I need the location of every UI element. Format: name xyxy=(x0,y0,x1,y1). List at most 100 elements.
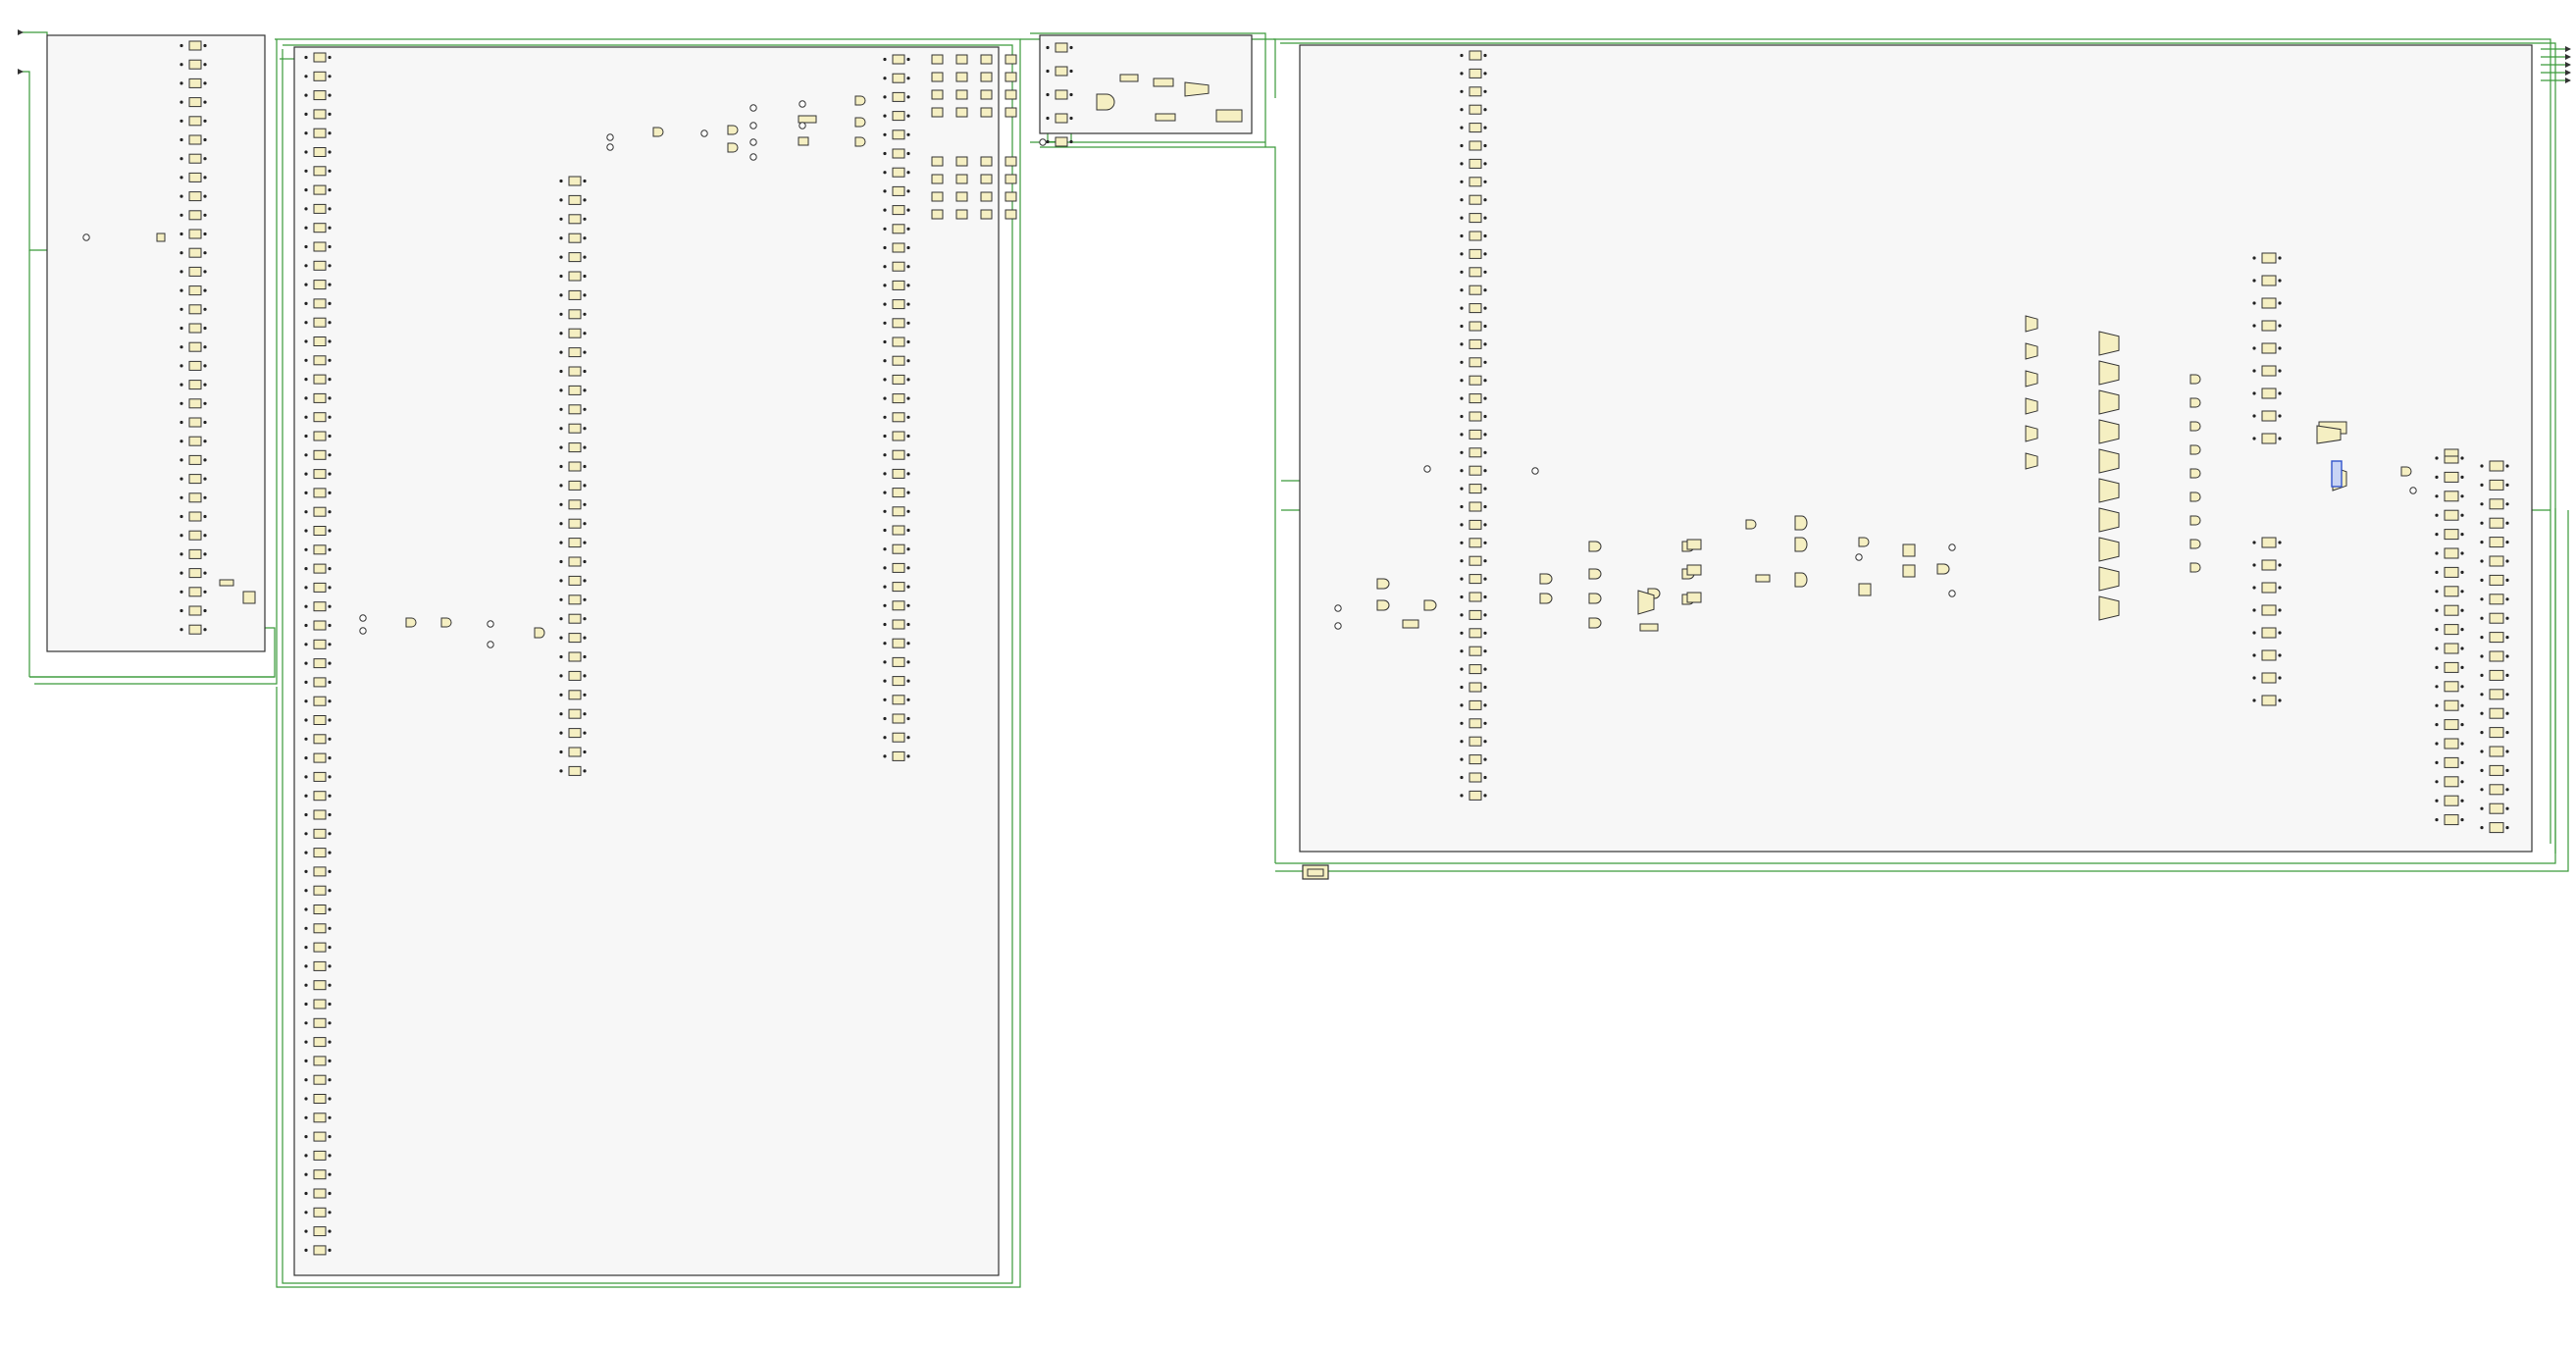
module-a-box xyxy=(46,34,266,652)
register-cell xyxy=(242,591,256,604)
pin-dot xyxy=(304,567,308,571)
pin-dot xyxy=(559,712,563,716)
register-cell xyxy=(1055,42,1068,53)
register-cell xyxy=(955,89,968,100)
register-cell xyxy=(313,848,327,858)
register-cell xyxy=(2489,802,2504,814)
pin-dot xyxy=(2278,301,2282,305)
pin-dot xyxy=(906,660,910,664)
wire xyxy=(275,38,1021,1288)
pin-dot xyxy=(304,321,308,325)
pin-dot xyxy=(2480,578,2484,583)
register-cell xyxy=(568,728,582,739)
pin-dot xyxy=(583,731,587,735)
pin-dot xyxy=(1483,740,1487,744)
pin-dot xyxy=(304,756,308,760)
pin-dot xyxy=(2505,806,2509,810)
pin-dot xyxy=(1460,541,1464,544)
wire xyxy=(22,31,48,35)
register-cell xyxy=(1468,213,1482,224)
logic-gate xyxy=(727,142,739,153)
pin-dot xyxy=(2278,279,2282,283)
register-cell xyxy=(955,107,968,118)
pin-dot xyxy=(883,132,887,136)
pin-dot xyxy=(304,869,308,874)
pin-dot xyxy=(583,445,587,449)
pin-dot xyxy=(180,383,183,387)
register-cell xyxy=(892,750,905,761)
register-cell xyxy=(313,639,327,649)
pin-dot xyxy=(906,453,910,457)
pin-dot xyxy=(559,522,563,526)
register-cell xyxy=(980,209,993,220)
pin-dot xyxy=(906,189,910,193)
pin-dot xyxy=(2435,703,2439,707)
register-cell xyxy=(313,241,327,252)
register-cell xyxy=(1468,682,1482,693)
pin-dot xyxy=(1483,306,1487,310)
module-layer xyxy=(46,34,2533,1276)
pin-dot xyxy=(203,458,207,462)
pin-dot xyxy=(2435,723,2439,727)
register-cell xyxy=(2261,433,2277,444)
pin-dot xyxy=(2435,475,2439,479)
register-cell xyxy=(313,1150,327,1161)
pin-dot xyxy=(883,227,887,231)
pin-dot xyxy=(304,453,308,457)
pin-dot xyxy=(1460,721,1464,725)
pin-dot xyxy=(180,213,183,217)
pin-dot xyxy=(304,434,308,439)
pin-dot xyxy=(304,150,308,154)
pin-dot xyxy=(2252,301,2256,305)
pin-dot xyxy=(906,245,910,250)
register-cell xyxy=(1468,736,1482,747)
pin-dot xyxy=(583,750,587,754)
pin-dot xyxy=(304,264,308,268)
logic-gate xyxy=(2190,444,2201,455)
pin-dot xyxy=(583,198,587,202)
inverter-bubble xyxy=(749,122,757,129)
register-cell xyxy=(798,115,817,124)
pin-dot xyxy=(203,534,207,538)
register-cell xyxy=(313,828,327,839)
register-cell xyxy=(188,116,202,127)
wire xyxy=(1040,146,1276,863)
pin-dot xyxy=(304,737,308,741)
pin-dot xyxy=(328,1040,332,1044)
pin-dot xyxy=(2435,551,2439,555)
register-cell xyxy=(1468,248,1482,259)
pin-dot xyxy=(1460,703,1464,707)
pin-dot xyxy=(906,95,910,99)
register-cell xyxy=(892,619,905,630)
pin-dot xyxy=(559,445,563,449)
mux-cell xyxy=(2098,595,2120,621)
register-cell xyxy=(1858,583,1872,596)
inverter-bubble xyxy=(1531,467,1539,475)
pin-dot xyxy=(2460,456,2464,460)
pin-dot xyxy=(328,283,332,286)
logic-gate xyxy=(1794,515,1808,531)
pin-dot xyxy=(1483,504,1487,509)
pin-dot xyxy=(304,301,308,305)
pin-dot xyxy=(2460,628,2464,632)
register-cell xyxy=(2489,689,2504,700)
pin-dot xyxy=(328,472,332,476)
pin-dot xyxy=(328,547,332,551)
pin-dot xyxy=(304,832,308,836)
pin-dot xyxy=(2505,693,2509,697)
pin-dot xyxy=(906,396,910,400)
pin-dot xyxy=(1483,559,1487,563)
pin-dot xyxy=(1460,342,1464,346)
register-cell xyxy=(2261,695,2277,706)
register-cell xyxy=(955,174,968,184)
pin-dot xyxy=(906,378,910,382)
pin-dot xyxy=(1460,252,1464,256)
register-cell xyxy=(2444,566,2459,578)
pin-dot xyxy=(2505,768,2509,773)
register-cell xyxy=(892,393,905,404)
pin-dot xyxy=(559,654,563,659)
register-cell xyxy=(2444,814,2459,826)
pin-dot xyxy=(1460,360,1464,364)
